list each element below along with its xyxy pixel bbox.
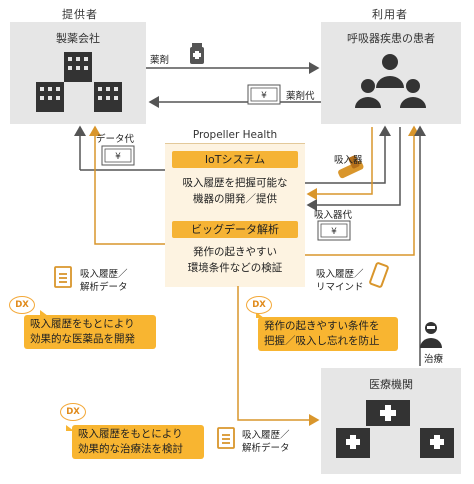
people-icon: [355, 54, 426, 108]
dx-note-right: 発作の起きやすい条件を 把握／吸入し忘れを防止: [258, 317, 398, 351]
patients-node: 呼吸器疾患の患者: [321, 22, 461, 124]
inhaler-fee-label: 吸入器代: [314, 210, 353, 221]
dx-badge-bottom: DX: [60, 403, 86, 421]
yen-bill-icon: ¥: [247, 84, 281, 105]
dx-note-left-1: 吸入履歴をもとにより: [30, 318, 135, 330]
history-left-2: 解析データ: [80, 282, 128, 293]
iot-header: IoTシステム: [172, 151, 298, 168]
dx-note-right-2: 把握／吸入し忘れを防止: [264, 335, 380, 347]
inhaler-label: 吸入器: [334, 155, 363, 166]
dx-note-bottom: 吸入履歴をもとにより 効果的な治療法を検討: [72, 425, 204, 459]
dx-note-left: 吸入履歴をもとにより 効果的な医薬品を開発: [24, 315, 156, 349]
user-section-label: 利用者: [372, 8, 408, 21]
iot-desc-1: 吸入履歴を把握可能な: [182, 177, 288, 189]
dx-note-left-2: 効果的な医薬品を開発: [30, 333, 135, 345]
drug-fee-label: 薬剤代: [286, 91, 315, 102]
dx-note-bottom-2: 効果的な治療法を検討: [78, 443, 183, 455]
dx-note-bottom-1: 吸入履歴をもとにより: [78, 428, 183, 440]
bigdata-header: ビッグデータ解析: [172, 221, 298, 238]
svg-text:¥: ¥: [331, 227, 337, 237]
pharma-title: 製薬会社: [56, 32, 100, 45]
hospital-icon: [336, 400, 454, 458]
svg-text:¥: ¥: [261, 91, 267, 101]
provider-section-label: 提供者: [62, 8, 98, 21]
data-fee-label: データ代: [96, 134, 135, 145]
inhaler-icon: [338, 155, 364, 179]
history-right-1: 吸入履歴／: [316, 269, 364, 280]
svg-text:¥: ¥: [115, 152, 121, 162]
iot-desc-2: 機器の開発／提供: [193, 193, 277, 205]
patients-title: 呼吸器疾患の患者: [347, 32, 435, 45]
dx-badge-left: DX: [9, 296, 35, 314]
bigdata-desc-2: 環境条件などの検証: [187, 262, 283, 274]
clipboard-icon: [54, 266, 72, 288]
drug-bottle-icon: [190, 43, 204, 64]
yen-bill-icon-2: ¥: [101, 145, 135, 166]
clipboard-icon-2: [217, 427, 235, 449]
history-bottom-1: 吸入履歴／: [242, 430, 290, 441]
treatment-label: 治療: [424, 354, 444, 365]
history-right-2: リマインド: [316, 282, 364, 293]
history-bottom-2: 解析データ: [242, 443, 290, 454]
medical-title: 医療機関: [369, 378, 413, 391]
doctor-icon: [420, 322, 442, 348]
history-left-1: 吸入履歴／: [80, 269, 128, 280]
bigdata-desc-1: 発作の起きやすい: [193, 246, 277, 258]
dx-note-right-1: 発作の起きやすい条件を: [264, 320, 380, 332]
center-title: Propeller Health: [192, 129, 278, 141]
smartphone-icon: [369, 262, 389, 288]
yen-bill-icon-3: ¥: [317, 220, 351, 241]
dx-badge-right: DX: [246, 296, 272, 314]
drug-label: 薬剤: [150, 55, 170, 66]
